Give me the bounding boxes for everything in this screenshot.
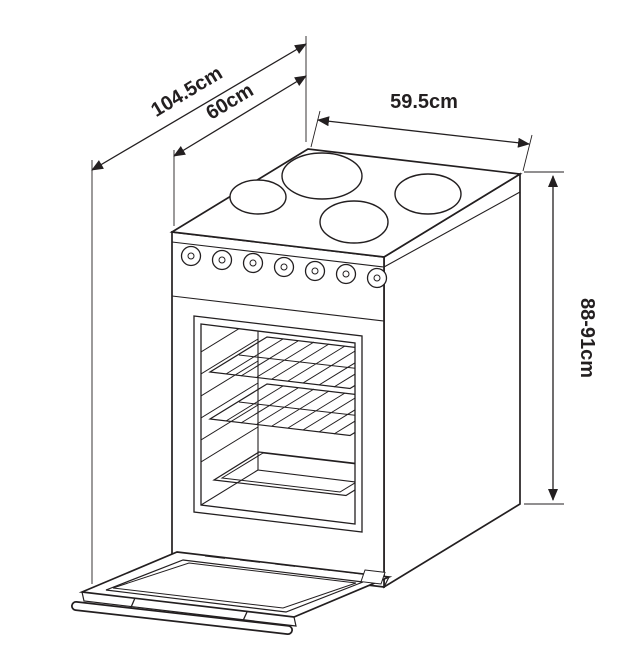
knob bbox=[180, 245, 202, 267]
burner-front-right bbox=[319, 200, 389, 244]
burners bbox=[229, 152, 462, 244]
door-handle-bar-fill bbox=[72, 602, 292, 634]
control-knobs bbox=[180, 245, 388, 289]
oven-cavity bbox=[201, 324, 355, 524]
control-panel-divider bbox=[171, 295, 385, 322]
knob bbox=[366, 267, 388, 289]
cooktop-rim-line bbox=[171, 191, 521, 268]
knob bbox=[335, 263, 357, 285]
dimension-label-height: 88-91cm bbox=[576, 298, 598, 378]
dimension-arrow-depth bbox=[173, 75, 307, 157]
dimension-arrow-depth-total bbox=[91, 43, 307, 171]
dimension-label-width: 59.5cm bbox=[390, 91, 458, 113]
oven-baking-tray bbox=[212, 451, 355, 497]
oven-back-wall bbox=[257, 324, 355, 490]
burner-back-left bbox=[281, 152, 363, 200]
door-vent-slots bbox=[204, 555, 366, 575]
oven-opening-outer-frame bbox=[193, 315, 363, 533]
door-latch-bracket bbox=[360, 569, 386, 585]
door-handle bbox=[71, 597, 293, 635]
knob bbox=[273, 256, 295, 278]
door-edge-thickness bbox=[81, 591, 297, 627]
oven-wire-rack-lower bbox=[208, 383, 355, 437]
oven-rack-supports bbox=[201, 324, 259, 463]
door-window-inner bbox=[112, 562, 357, 609]
cooker-body bbox=[169, 148, 523, 589]
knob bbox=[242, 252, 264, 274]
oven-door-open bbox=[71, 551, 393, 635]
knob bbox=[211, 249, 233, 271]
cooker-front-face bbox=[171, 231, 385, 588]
knob bbox=[304, 260, 326, 282]
dimension-arrow-width bbox=[317, 116, 530, 148]
oven-wire-rack-upper bbox=[208, 336, 355, 390]
burner-back-right bbox=[394, 173, 462, 215]
door-window-outer bbox=[105, 559, 364, 613]
burner-front-left bbox=[229, 179, 287, 215]
